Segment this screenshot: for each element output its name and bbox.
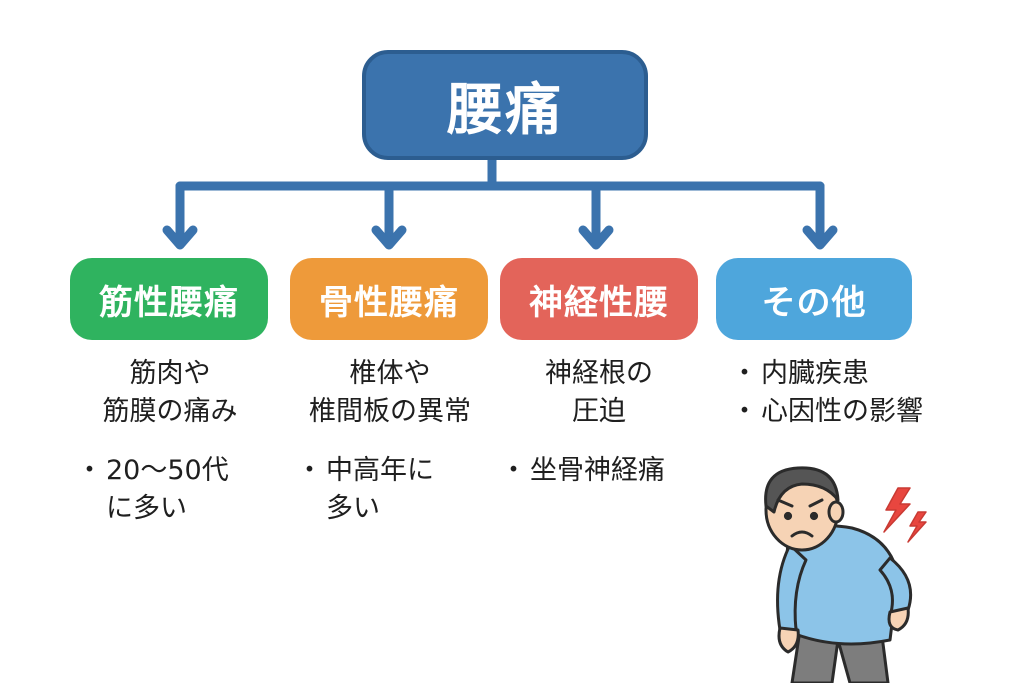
description-skeletal: 椎体や 椎間板の異常 — [290, 355, 490, 431]
bullet-line: 内臓疾患 — [731, 355, 967, 393]
description-neurological: 神経根の 圧迫 — [500, 355, 698, 431]
category-label: 骨性腰痛 — [319, 282, 459, 323]
left-brow — [776, 498, 794, 508]
bullet-line: 心因性の影響 — [731, 393, 967, 431]
category-label: その他 — [761, 282, 867, 323]
right-hand — [887, 606, 910, 632]
category-other: その他 — [716, 258, 912, 340]
bullet-line: 20〜50代 — [76, 452, 272, 490]
category-label: 神経性腰 — [529, 282, 669, 323]
bullet-line: 中高年に — [296, 452, 492, 490]
description-line: 筋肉や — [129, 358, 211, 389]
bullets-other: 内臓疾患 心因性の影響 — [731, 355, 967, 431]
lightning-bolt-icon — [883, 487, 927, 543]
ear — [827, 500, 845, 524]
bullet-skeletal: 中高年に 多い — [296, 452, 492, 528]
root-node: 腰痛 — [362, 50, 648, 160]
category-label: 筋性腰痛 — [99, 282, 239, 323]
bullet-muscular: 20〜50代 に多い — [76, 452, 272, 528]
arrowhead-1 — [371, 225, 407, 250]
left-eye — [783, 511, 793, 521]
hair — [764, 466, 840, 514]
arrowhead-3 — [802, 225, 838, 250]
description-line: 筋膜の痛み — [102, 396, 238, 427]
description-line: 神経根の — [545, 358, 653, 389]
bullet-line: 坐骨神経痛 — [500, 452, 706, 490]
root-label: 腰痛 — [447, 77, 563, 143]
description-muscular: 筋肉や 筋膜の痛み — [80, 355, 260, 431]
category-neurological: 神経性腰 — [500, 258, 698, 340]
right-eye — [809, 511, 819, 521]
left-hand — [777, 626, 800, 654]
description-line: 椎間板の異常 — [309, 396, 471, 427]
arrowhead-0 — [162, 225, 198, 250]
arrowhead-2 — [578, 225, 614, 250]
bullet-neurological: 坐骨神経痛 — [500, 452, 706, 490]
right-brow — [808, 498, 824, 508]
category-muscular: 筋性腰痛 — [70, 258, 268, 340]
description-line: 椎体や — [349, 358, 431, 389]
frown-mouth — [790, 530, 814, 538]
category-skeletal: 骨性腰痛 — [290, 258, 488, 340]
bullet-line: 多い — [326, 493, 380, 524]
man-back-pain-illustration — [764, 466, 927, 683]
description-line: 圧迫 — [572, 396, 626, 427]
bullet-line: に多い — [106, 493, 187, 524]
